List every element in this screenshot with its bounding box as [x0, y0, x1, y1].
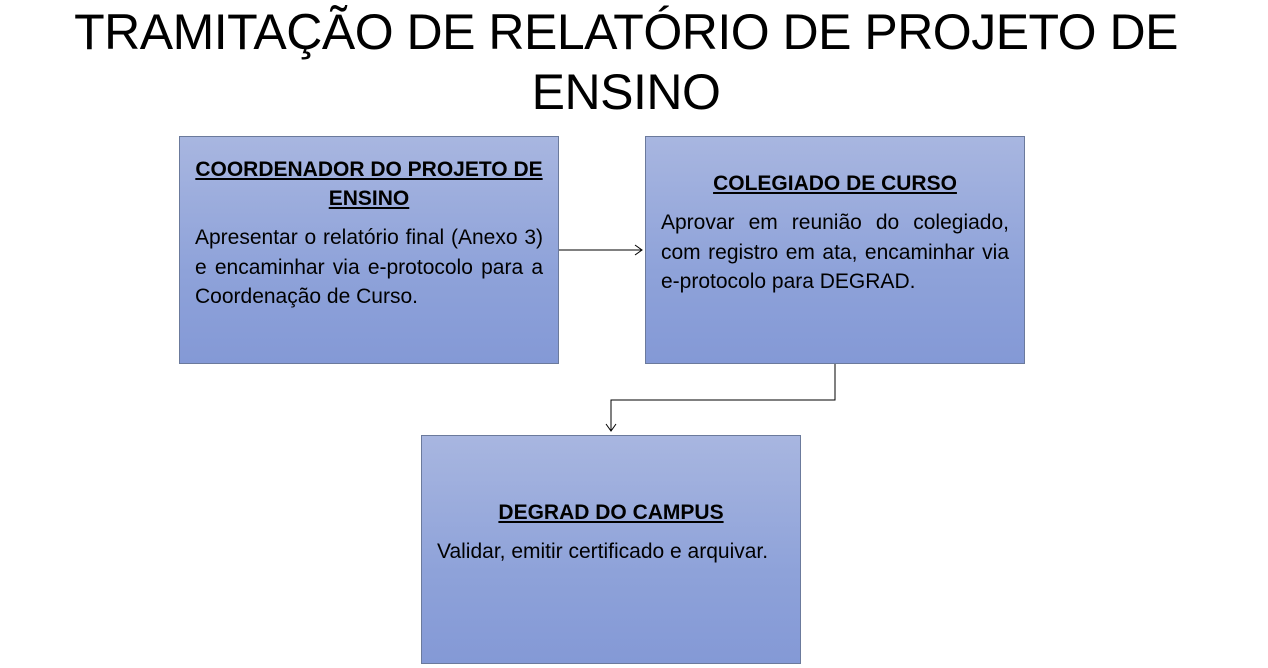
node-colegiado: COLEGIADO DE CURSO Aprovar em reunião do… [645, 136, 1025, 364]
node-coordenador: COORDENADOR DO PROJETO DE ENSINO Apresen… [179, 136, 559, 364]
node-coordenador-text: Apresentar o relatório final (Anexo 3) e… [195, 226, 543, 308]
diagram-title: TRAMITAÇÃO DE RELATÓRIO DE PROJETO DE EN… [74, 4, 1178, 120]
node-degrad-text: Validar, emitir certificado e arquivar. [437, 540, 769, 563]
node-coordenador-heading: COORDENADOR DO PROJETO DE ENSINO [195, 158, 543, 210]
arrow-colegiado-to-degrad [605, 364, 836, 432]
node-degrad-heading: DEGRAD DO CAMPUS [498, 501, 724, 524]
node-colegiado-text: Aprovar em reunião do colegiado, com reg… [661, 211, 1009, 293]
node-colegiado-heading: COLEGIADO DE CURSO [713, 172, 957, 195]
node-degrad: DEGRAD DO CAMPUS Validar, emitir certifi… [421, 435, 801, 664]
arrow-coordenador-to-colegiado [559, 244, 643, 256]
